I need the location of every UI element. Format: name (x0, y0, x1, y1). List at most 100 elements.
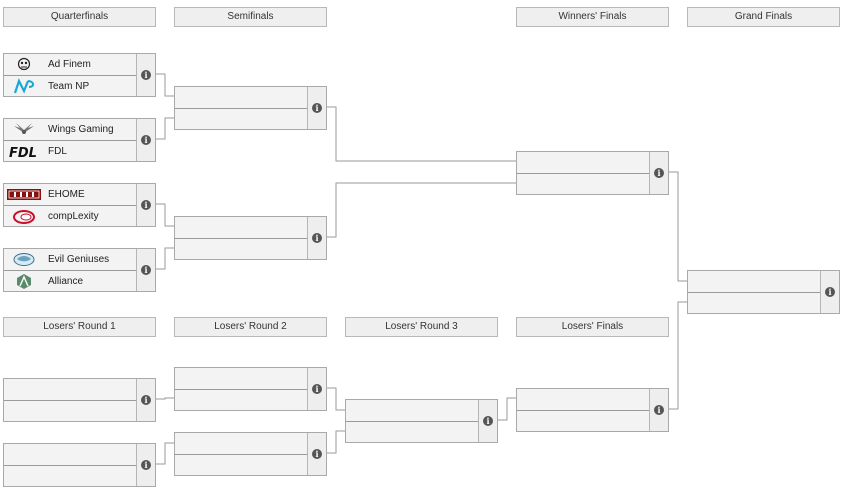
info-icon[interactable]: i (141, 135, 151, 145)
match-quarterfinal-3[interactable]: EHOME compLexity i (3, 183, 156, 227)
match-info-panel: i (307, 217, 326, 259)
team-name: Alliance (48, 276, 84, 287)
header-winners-finals: Winners' Finals (516, 7, 669, 27)
team-slot-top[interactable] (175, 217, 308, 238)
match-info-panel: i (136, 379, 155, 421)
header-semifinals: Semifinals (174, 7, 327, 27)
info-icon[interactable]: i (483, 416, 493, 426)
match-info-panel: i (307, 433, 326, 475)
match-losers-round-1-a[interactable]: i (3, 378, 156, 422)
slot-divider (175, 108, 326, 109)
team-slot-top[interactable] (175, 87, 308, 108)
svg-text:FDL: FDL (9, 146, 37, 160)
team-slot-top[interactable] (4, 379, 137, 400)
header-losers-round-3: Losers' Round 3 (345, 317, 498, 337)
team-slot-bottom[interactable] (4, 401, 137, 422)
info-icon[interactable]: i (654, 168, 664, 178)
evil-geniuses-logo-icon (13, 253, 35, 266)
team-name: Team NP (48, 81, 90, 92)
match-info-panel: i (136, 249, 155, 291)
team-slot-top[interactable] (688, 271, 821, 292)
info-icon[interactable]: i (312, 384, 322, 394)
match-semifinal-1[interactable]: i (174, 86, 327, 130)
team-slot-bottom[interactable] (517, 174, 650, 195)
header-losers-round-2: Losers' Round 2 (174, 317, 327, 337)
team-slot-top[interactable]: Ad Finem (4, 54, 137, 75)
match-grand-finals[interactable]: i (687, 270, 840, 314)
match-info-panel: i (649, 152, 668, 194)
info-icon[interactable]: i (312, 449, 322, 459)
match-info-panel: i (136, 119, 155, 161)
team-slot-bottom[interactable] (517, 411, 650, 432)
slot-divider (175, 238, 326, 239)
team-slot-top[interactable]: EHOME (4, 184, 137, 205)
match-info-panel: i (478, 400, 497, 442)
match-info-panel: i (136, 54, 155, 96)
team-slot-bottom[interactable] (688, 293, 821, 314)
team-slot-bottom[interactable]: compLexity (4, 206, 137, 227)
complexity-logo-icon (13, 210, 35, 224)
match-info-panel: i (649, 389, 668, 431)
slot-divider (175, 454, 326, 455)
team-np-logo-icon (13, 78, 34, 94)
match-semifinal-2[interactable]: i (174, 216, 327, 260)
info-icon[interactable]: i (141, 265, 151, 275)
team-slot-bottom[interactable]: Alliance (4, 271, 137, 292)
team-slot-top[interactable] (346, 400, 479, 421)
match-quarterfinal-1[interactable]: Ad Finem Team NP i (3, 53, 156, 97)
ad-finem-logo-icon (17, 57, 31, 71)
info-icon[interactable]: i (312, 103, 322, 113)
team-slot-bottom[interactable]: Team NP (4, 76, 137, 97)
match-winners-finals[interactable]: i (516, 151, 669, 195)
wings-gaming-logo-icon (14, 123, 34, 134)
team-slot-bottom[interactable] (175, 455, 308, 476)
header-losers-finals: Losers' Finals (516, 317, 669, 337)
match-losers-round-1-b[interactable]: i (3, 443, 156, 487)
info-icon[interactable]: i (141, 460, 151, 470)
info-icon[interactable]: i (654, 405, 664, 415)
header-losers-round-1: Losers' Round 1 (3, 317, 156, 337)
team-slot-bottom[interactable] (4, 466, 137, 487)
slot-divider (4, 270, 155, 271)
team-name: FDL (48, 146, 67, 157)
match-losers-round-2-a[interactable]: i (174, 367, 327, 411)
slot-divider (175, 389, 326, 390)
slot-divider (688, 292, 839, 293)
info-icon[interactable]: i (141, 395, 151, 405)
team-slot-top[interactable] (4, 444, 137, 465)
header-quarterfinals: Quarterfinals (3, 7, 156, 27)
info-icon[interactable]: i (312, 233, 322, 243)
team-slot-bottom[interactable] (346, 422, 479, 443)
match-losers-round-3[interactable]: i (345, 399, 498, 443)
team-name: Wings Gaming (48, 124, 114, 135)
team-slot-top[interactable] (517, 152, 650, 173)
team-name: Evil Geniuses (48, 254, 110, 265)
info-icon[interactable]: i (825, 287, 835, 297)
slot-divider (4, 400, 155, 401)
match-losers-round-2-b[interactable]: i (174, 432, 327, 476)
team-slot-top[interactable] (175, 368, 308, 389)
slot-divider (4, 140, 155, 141)
team-name: Ad Finem (48, 59, 91, 70)
team-slot-bottom[interactable] (175, 390, 308, 411)
team-slot-bottom[interactable]: FDL FDL (4, 141, 137, 162)
match-quarterfinal-2[interactable]: Wings Gaming FDL FDL i (3, 118, 156, 162)
slot-divider (517, 173, 668, 174)
header-grand-finals: Grand Finals (687, 7, 840, 27)
slot-divider (4, 205, 155, 206)
team-slot-bottom[interactable] (175, 109, 308, 130)
slot-divider (517, 410, 668, 411)
info-icon[interactable]: i (141, 200, 151, 210)
team-slot-top[interactable] (175, 433, 308, 454)
team-slot-top[interactable] (517, 389, 650, 410)
team-slot-bottom[interactable] (175, 239, 308, 260)
match-losers-finals[interactable]: i (516, 388, 669, 432)
team-slot-top[interactable]: Wings Gaming (4, 119, 137, 140)
match-info-panel: i (136, 444, 155, 486)
slot-divider (4, 465, 155, 466)
match-quarterfinal-4[interactable]: Evil Geniuses Alliance i (3, 248, 156, 292)
info-icon[interactable]: i (141, 70, 151, 80)
team-slot-top[interactable]: Evil Geniuses (4, 249, 137, 270)
fdl-logo-icon: FDL (9, 146, 37, 160)
